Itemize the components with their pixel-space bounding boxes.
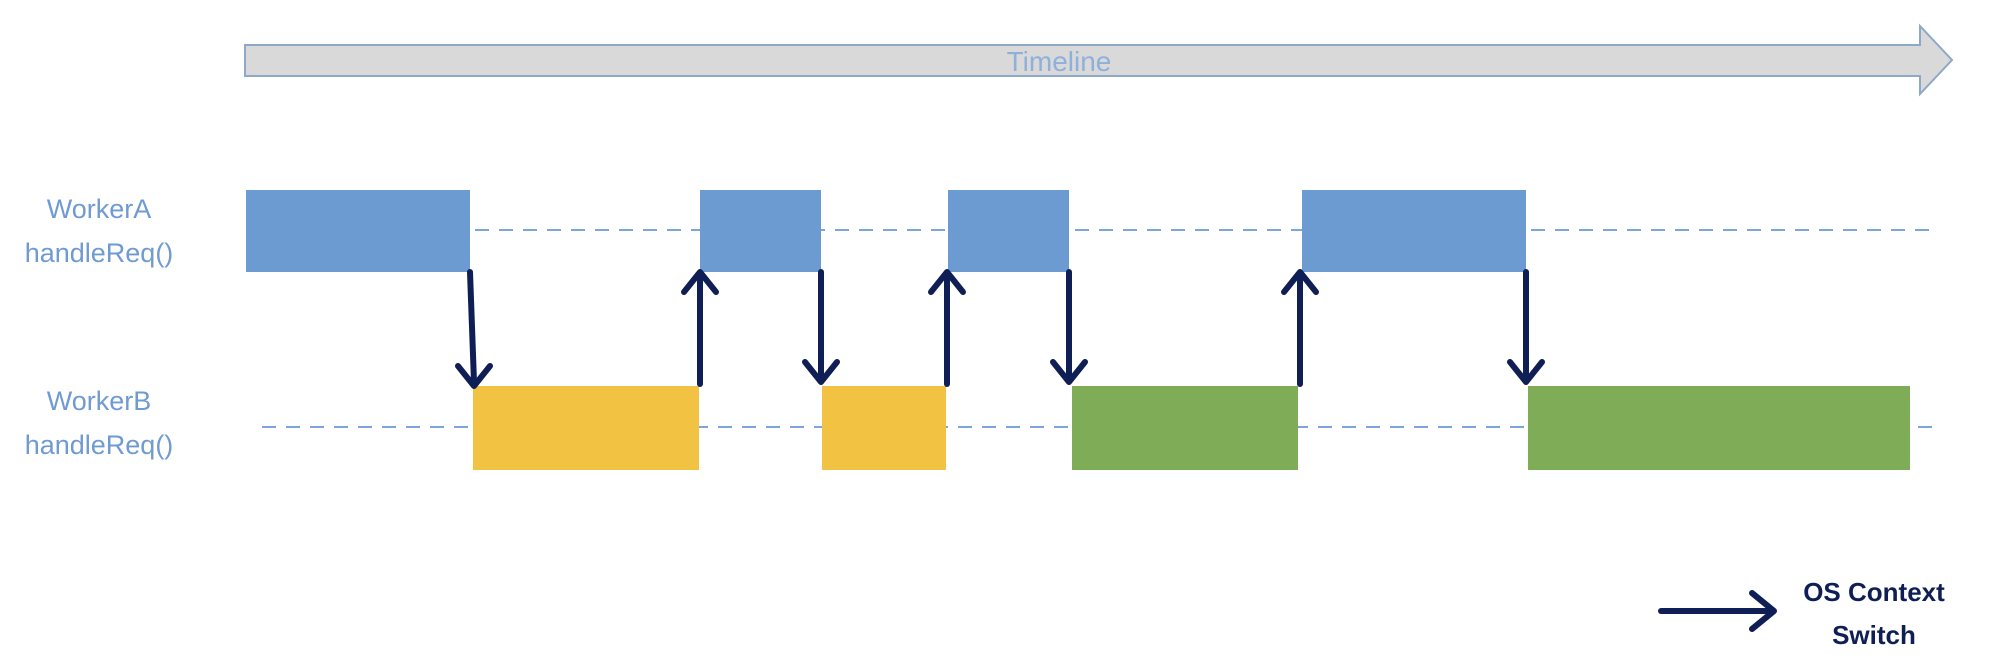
workerB-block-green <box>1528 386 1910 470</box>
workerA-block <box>700 190 821 272</box>
context-switch-up-arrow <box>928 269 966 387</box>
workerA-name: WorkerA <box>46 194 152 224</box>
legend-line-1: OS Context <box>1803 577 1945 607</box>
context-switch-down-arrow <box>455 269 493 389</box>
workerB-func: handleReq() <box>24 430 174 460</box>
workerA-block <box>246 190 470 272</box>
timeline-arrow <box>244 23 1954 97</box>
workerB-block-yellow <box>473 386 699 470</box>
legend-line-2: Switch <box>1832 620 1916 650</box>
workerB-label: WorkerB handleReq() <box>4 379 194 467</box>
legend-arrow-icon <box>1658 590 1777 632</box>
workerB-name: WorkerB <box>46 386 152 416</box>
context-switch-down-arrow <box>802 269 840 385</box>
workerB-block-green <box>1072 386 1298 470</box>
workerA-func: handleReq() <box>24 238 174 268</box>
timeline-label: Timeline <box>1007 46 1112 77</box>
workerA-block <box>948 190 1069 272</box>
context-switch-down-arrow <box>1507 269 1545 385</box>
context-switch-up-arrow <box>1281 269 1319 387</box>
workerA-block <box>1302 190 1526 272</box>
workerA-label: WorkerA handleReq() <box>4 187 194 275</box>
context-switch-up-arrow <box>681 269 719 387</box>
workerB-block-yellow <box>822 386 946 470</box>
legend-label: OS Context Switch <box>1774 571 1974 657</box>
context-switch-down-arrow <box>1050 269 1088 385</box>
